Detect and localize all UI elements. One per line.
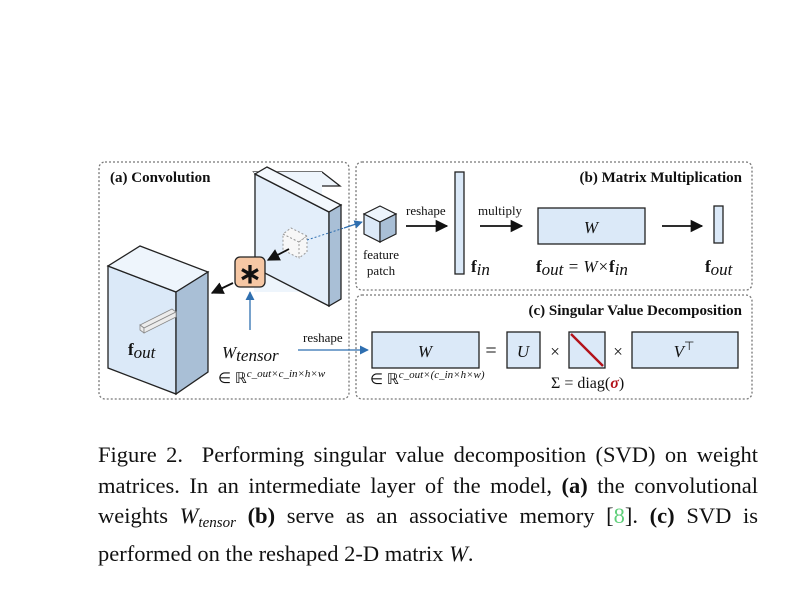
f-out-label-a: fout [128,340,157,362]
tensor-space-label: ∈ ℝc_out×c_in×h×w [218,368,326,387]
w-matrix-c [371,331,480,369]
panel-b-title: (b) Matrix Multiplication [580,170,743,186]
svd-times-2: × [613,342,623,361]
panel-a-title: (a) Convolution [110,170,211,186]
multiply-label: multiply [478,203,523,218]
sigma-definition: Σ = diag(σ) [551,375,624,392]
w-matrix-b-label: W [584,218,600,237]
w-matrix-c-label: W [418,342,434,361]
vt-matrix [631,331,739,369]
f-in-label: fin [471,257,490,279]
f-out-vector [713,205,724,244]
input-patch-cube [282,227,308,259]
f-in-vector [454,171,465,275]
w-matrix-b [537,207,646,245]
svd-diagram: (a) Convolution (b) Matrix Multiplicatio… [98,161,753,400]
patch-to-feature-arrow [343,220,363,229]
svd-times-1: × [550,342,560,361]
u-matrix [506,331,541,369]
u-matrix-label: U [517,342,531,361]
patch-link-line [306,227,345,241]
matrix-space-label: ∈ ℝc_out×(c_in×h×w) [370,369,485,388]
vt-matrix-label: V⊤ [674,339,695,361]
convolution-symbol: ∗ [238,259,261,290]
conv-to-output-arrow [210,282,234,294]
sigma-diagonal [570,333,604,367]
panel-c-title: (c) Singular Value Decomposition [529,303,743,319]
reshape-label-b: reshape [406,203,446,218]
panel-a-border [98,161,350,400]
f-out-label-b: fout [705,257,734,279]
figure-caption: Figure 2. Performing singular value deco… [98,442,759,566]
mult-equation: fout = W×fin [536,257,628,279]
patch-label: patch [367,263,396,278]
convolution-operator [234,256,266,288]
patch-to-conv-arrow [266,248,290,261]
citation-link[interactable]: 8 [613,503,625,528]
panel-c-border [355,294,753,400]
svd-equals: = [485,340,496,362]
feature-patch-cube [362,205,398,243]
output-vector-bar [139,308,177,334]
reshape-label-c: reshape [303,330,343,345]
feature-label: feature [363,247,399,262]
w-tensor-label: Wtensor [222,343,279,365]
